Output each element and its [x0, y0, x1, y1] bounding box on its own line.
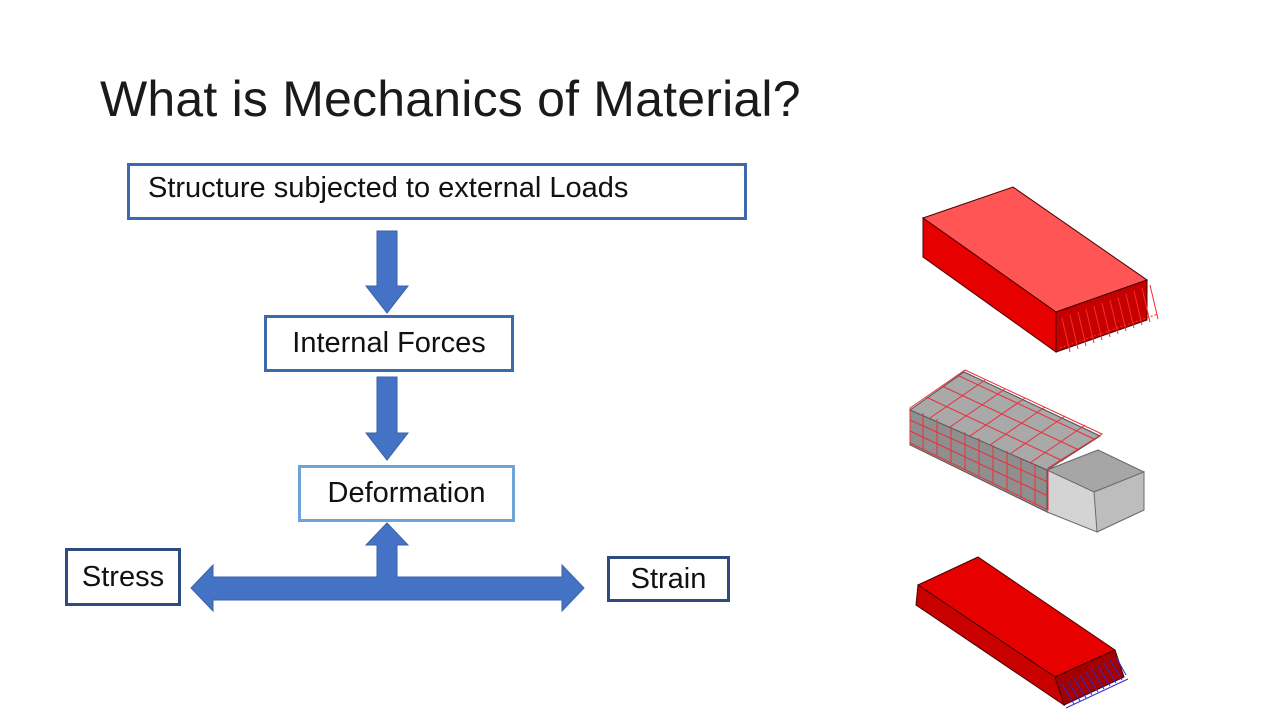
slide-title: What is Mechanics of Material?: [100, 71, 801, 127]
down-arrow-2: [364, 376, 410, 461]
down-arrow-1: [364, 230, 410, 314]
strain-box: Strain: [607, 556, 730, 602]
structure-loads-box: Structure subjected to external Loads: [127, 163, 747, 220]
branch-arrow: [190, 522, 585, 613]
loaded-block-illustration: [921, 186, 1159, 353]
mesh-lines: [909, 369, 1104, 511]
internal-forces-box: Internal Forces: [264, 315, 514, 372]
deformed-mesh-illustration: [908, 369, 1146, 533]
inclined-block-illustration: [915, 556, 1129, 709]
load-arrows-blue: [1061, 656, 1129, 709]
deformation-box: Deformation: [298, 465, 515, 522]
load-arrows-red: [1059, 284, 1159, 353]
stress-box: Stress: [65, 548, 181, 606]
